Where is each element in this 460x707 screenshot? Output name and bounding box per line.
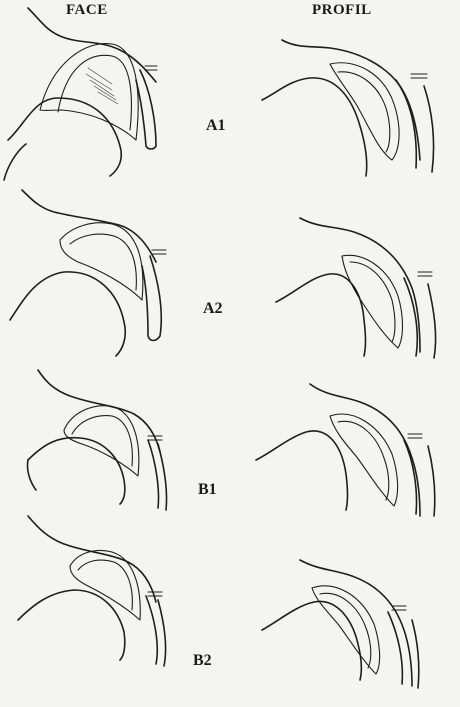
panel-b2-face	[18, 516, 166, 666]
panel-a2-profil	[276, 218, 436, 358]
panel-a1-face	[4, 8, 157, 180]
row-label-a2: A2	[203, 300, 223, 318]
panel-a1-profil	[262, 40, 434, 176]
row-label-b2: B2	[193, 652, 212, 670]
panel-b1-profil	[256, 384, 435, 516]
row-label-a1: A1	[206, 117, 226, 135]
panel-a2-face	[10, 190, 166, 356]
panel-b2-profil	[262, 560, 419, 688]
row-label-b1: B1	[198, 481, 217, 499]
panel-b1-face	[27, 370, 166, 510]
